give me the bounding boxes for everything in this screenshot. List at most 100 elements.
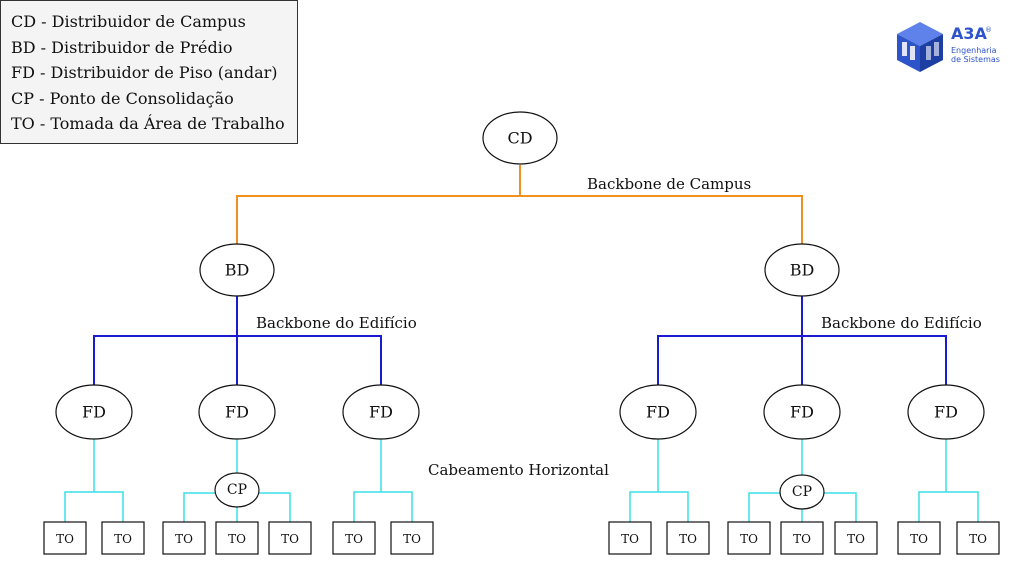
node-to-14: TO: [956, 521, 1000, 555]
node-to-11: TO: [780, 521, 824, 555]
node-to-13-label: TO: [910, 532, 928, 546]
cp-bus-left-1: [183, 492, 216, 522]
node-to-13: TO: [897, 521, 941, 555]
node-cd-shape: [482, 111, 558, 165]
node-to-7-shape: [390, 521, 434, 555]
node-cp-left-shape: [214, 472, 260, 508]
node-to-9-shape: [666, 521, 710, 555]
logo-cube-icon: [897, 22, 943, 72]
node-bd-right: BD: [764, 243, 840, 297]
node-to-8-shape: [608, 521, 652, 555]
node-fd-4-shape: [619, 384, 697, 440]
node-to-4-label: TO: [228, 532, 246, 546]
node-to-9: TO: [666, 521, 710, 555]
horizontal-bus-2: [353, 491, 413, 522]
campus-backbone-bus: [236, 195, 803, 244]
node-cp-left: CP: [214, 472, 260, 508]
node-to-13-shape: [897, 521, 941, 555]
caption-building-backbone-right: Backbone do Edifício: [821, 314, 982, 332]
horizontal-bus-4: [918, 491, 979, 522]
node-bd-left-shape: [199, 243, 275, 297]
node-bd-right-shape: [764, 243, 840, 297]
cp-bus-right-2: [823, 492, 857, 522]
logo-registered-mark: ®: [985, 26, 992, 34]
node-to-3-label: TO: [175, 532, 193, 546]
node-to-7-label: TO: [403, 532, 421, 546]
node-to-2: TO: [101, 521, 145, 555]
node-to-1: TO: [43, 521, 87, 555]
node-cp-right-shape: [779, 474, 825, 510]
node-to-8-label: TO: [621, 532, 639, 546]
horizontal-bus-1: [64, 491, 124, 522]
node-fd-5-label: FD: [790, 403, 814, 422]
legend-item-cp: CP - Ponto de Consolidação: [11, 88, 234, 108]
legend-item-fd: FD - Distribuidor de Piso (andar): [11, 63, 278, 82]
node-to-1-label: TO: [56, 532, 74, 546]
node-to-4-shape: [215, 521, 259, 555]
legend-item-cd: CD - Distribuidor de Campus: [11, 12, 246, 31]
node-cd: CD: [482, 111, 558, 165]
node-fd-6-label: FD: [934, 403, 958, 422]
horizontal-bus-3: [629, 491, 689, 522]
cp-bus-right-1: [258, 492, 291, 522]
legend-item-bd: BD - Distribuidor de Prédio: [11, 37, 233, 57]
node-to-5-label: TO: [281, 532, 299, 546]
node-to-6: TO: [332, 521, 376, 555]
node-fd-4: FD: [619, 384, 697, 440]
node-to-14-shape: [956, 521, 1000, 555]
node-fd-5: FD: [763, 384, 841, 440]
node-cp-left-label: CP: [227, 482, 247, 498]
node-fd-3: FD: [342, 384, 420, 440]
node-fd-4-label: FD: [646, 403, 670, 422]
node-fd-5-shape: [763, 384, 841, 440]
node-bd-right-label: BD: [790, 261, 815, 280]
node-to-12: TO: [834, 521, 878, 555]
node-fd-3-shape: [342, 384, 420, 440]
caption-horizontal-cabling: Cabeamento Horizontal: [428, 461, 609, 479]
node-to-8: TO: [608, 521, 652, 555]
node-to-14-label: TO: [969, 532, 987, 546]
node-to-4: TO: [215, 521, 259, 555]
legend-item-to: TO - Tomada da Área de Trabalho: [11, 114, 285, 133]
node-fd-1: FD: [55, 384, 133, 440]
node-to-2-label: TO: [114, 532, 132, 546]
node-to-11-label: TO: [793, 532, 811, 546]
node-fd-1-shape: [55, 384, 133, 440]
node-fd-6: FD: [907, 384, 985, 440]
legend-box: CD - Distribuidor de Campus BD - Distrib…: [0, 0, 298, 144]
node-to-3-shape: [162, 521, 206, 555]
node-fd-3-label: FD: [369, 403, 393, 422]
node-to-12-shape: [834, 521, 878, 555]
node-cp-right-label: CP: [792, 484, 812, 500]
node-to-5: TO: [268, 521, 312, 555]
cp-bus-left-2: [748, 492, 781, 522]
node-to-7: TO: [390, 521, 434, 555]
node-to-1-shape: [43, 521, 87, 555]
node-cp-right: CP: [779, 474, 825, 510]
node-to-6-shape: [332, 521, 376, 555]
caption-campus-backbone: Backbone de Campus: [587, 175, 751, 193]
node-fd-2-shape: [198, 384, 276, 440]
node-to-10-label: TO: [740, 532, 758, 546]
node-to-12-label: TO: [847, 532, 865, 546]
node-bd-left: BD: [199, 243, 275, 297]
node-cd-label: CD: [507, 129, 532, 148]
node-to-3: TO: [162, 521, 206, 555]
logo-tagline-1: Engenharia: [951, 46, 997, 55]
company-logo: A3A ® Engenharia de Sistemas: [893, 20, 1013, 74]
node-to-5-shape: [268, 521, 312, 555]
node-to-10: TO: [727, 521, 771, 555]
logo-brand-text: A3A: [951, 24, 987, 43]
node-to-11-shape: [780, 521, 824, 555]
node-to-9-label: TO: [679, 532, 697, 546]
node-fd-6-shape: [907, 384, 985, 440]
node-to-10-shape: [727, 521, 771, 555]
logo-tagline-2: de Sistemas: [951, 55, 1000, 64]
caption-building-backbone-left: Backbone do Edifício: [256, 314, 417, 332]
node-bd-left-label: BD: [225, 261, 250, 280]
node-to-2-shape: [101, 521, 145, 555]
node-fd-1-label: FD: [82, 403, 106, 422]
node-fd-2: FD: [198, 384, 276, 440]
node-to-6-label: TO: [345, 532, 363, 546]
